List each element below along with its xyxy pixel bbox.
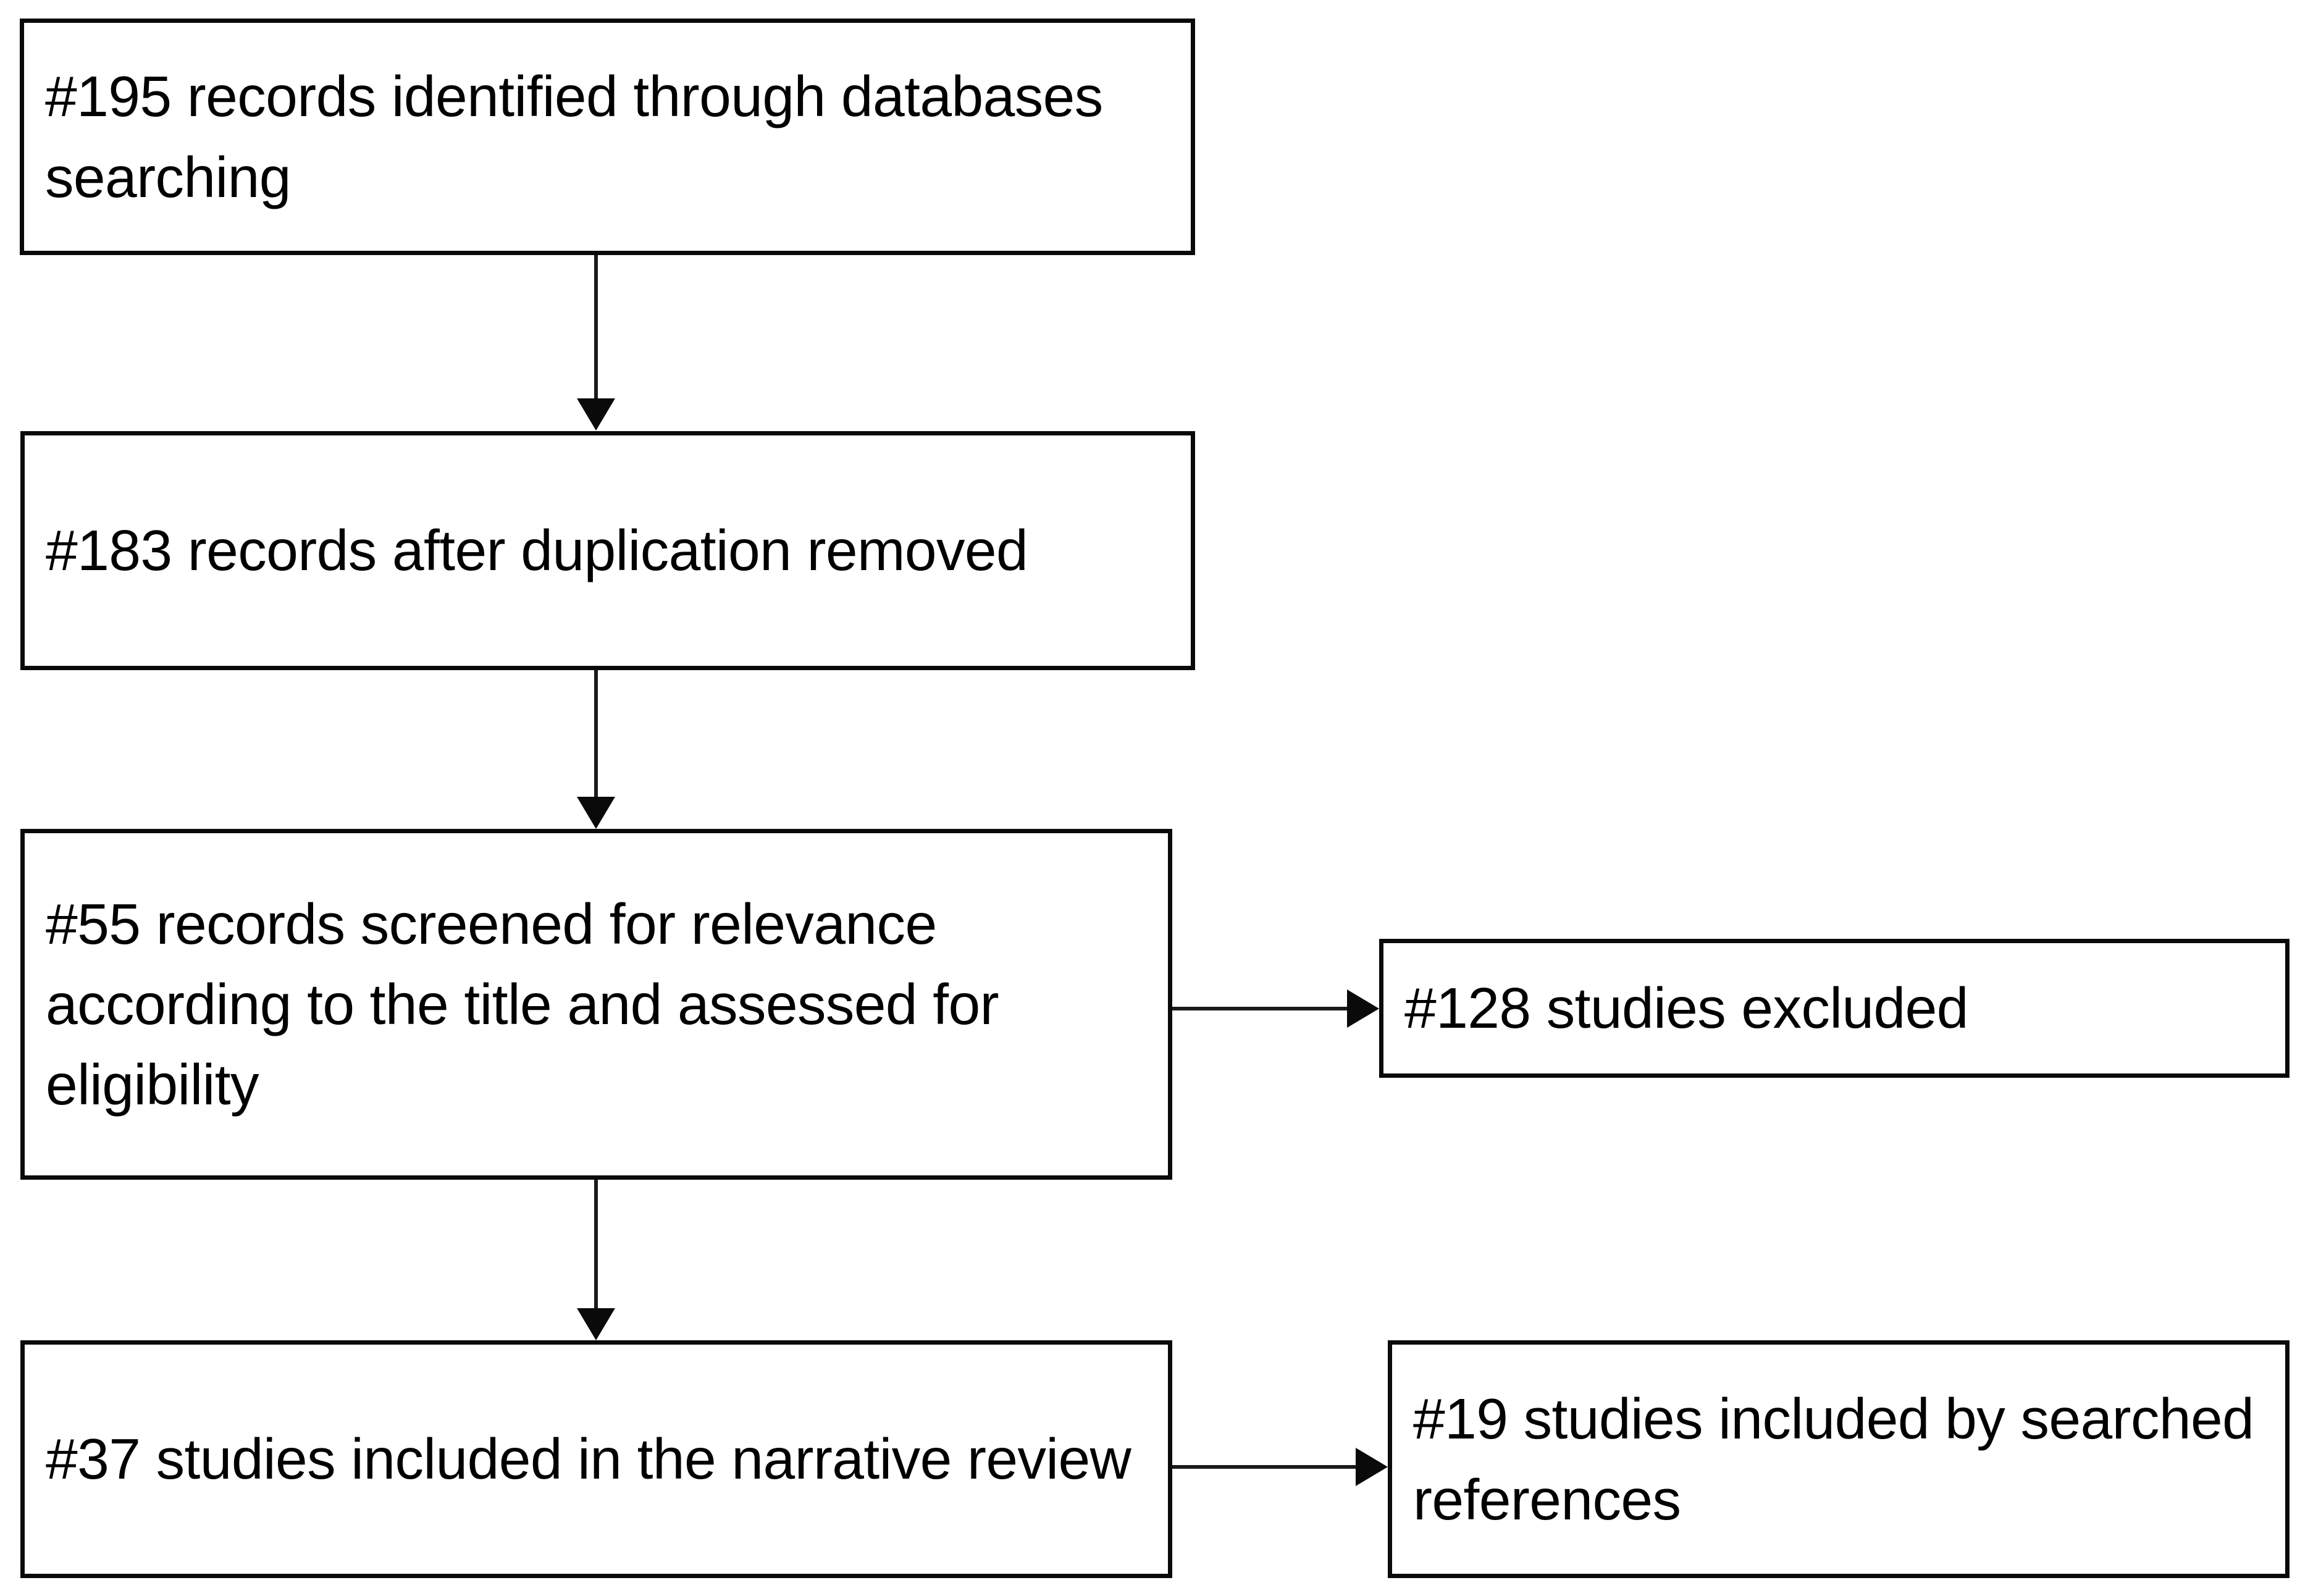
- connector-screened-to-included-narrative: [594, 1180, 598, 1308]
- records-screened-box: #55 records screened for relevance accor…: [20, 829, 1172, 1180]
- connector-after-duplication-to-screened: [594, 670, 598, 797]
- arrowhead-right-to-included-references: [1356, 1448, 1388, 1486]
- studies-included-references-label: #19 studies included by searched referen…: [1413, 1387, 2254, 1532]
- records-after-duplication-label: #183 records after duplication removed: [46, 518, 1028, 583]
- connector-screened-to-excluded: [1172, 1007, 1350, 1010]
- studies-excluded-box: #128 studies excluded: [1379, 939, 2290, 1078]
- records-identified-box: #195 records identified through database…: [20, 19, 1195, 255]
- records-after-duplication-box: #183 records after duplication removed: [20, 431, 1195, 670]
- studies-excluded-label: #128 studies excluded: [1404, 976, 1969, 1041]
- studies-included-narrative-box: #37 studies included in the narrative re…: [20, 1340, 1172, 1578]
- studies-included-narrative-label: #37 studies included in the narrative re…: [46, 1427, 1131, 1492]
- arrowhead-down-to-after-duplication: [577, 398, 615, 430]
- studies-included-references-box: #19 studies included by searched referen…: [1388, 1340, 2290, 1578]
- arrowhead-right-to-excluded: [1347, 989, 1379, 1028]
- records-identified-label: #195 records identified through database…: [45, 64, 1103, 209]
- records-screened-label: #55 records screened for relevance accor…: [46, 891, 999, 1117]
- arrowhead-down-to-included-narrative: [577, 1308, 615, 1340]
- connector-included-narrative-to-included-references: [1172, 1465, 1359, 1469]
- arrowhead-down-to-screened: [577, 797, 615, 829]
- connector-identified-to-after-duplication: [594, 255, 598, 398]
